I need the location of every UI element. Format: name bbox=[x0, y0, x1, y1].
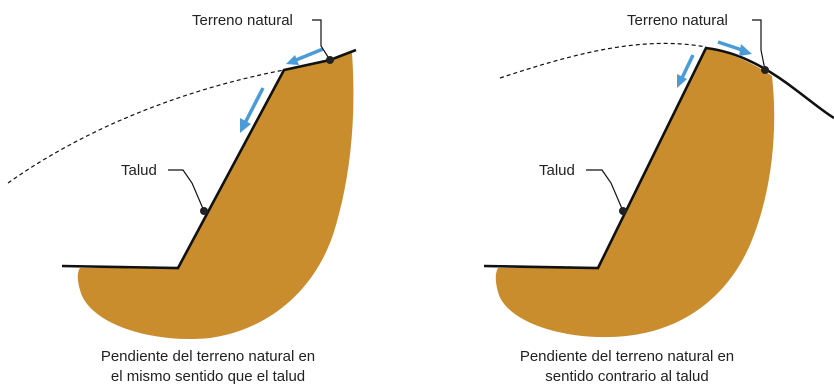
movement-arrow-crest bbox=[295, 47, 324, 62]
movement-arrow-crest bbox=[717, 40, 743, 52]
slope-label: Talud bbox=[539, 162, 575, 179]
terrain-leader-line bbox=[312, 19, 331, 61]
slope-leader-line bbox=[586, 169, 624, 212]
terrain-leader-line bbox=[752, 19, 766, 71]
movement-arrowhead-slope bbox=[677, 74, 687, 88]
slope-and-ground-line bbox=[61, 48, 357, 270]
slope-point bbox=[619, 207, 627, 215]
slope-label: Talud bbox=[121, 162, 157, 179]
dashed-natural-ground bbox=[7, 69, 285, 184]
movement-arrow-slope bbox=[680, 54, 695, 79]
terrain-label: Terreno natural bbox=[192, 12, 293, 29]
movement-arrowhead-crest bbox=[286, 55, 299, 65]
movement-arrow-slope bbox=[243, 87, 265, 124]
slope-leader-line bbox=[168, 169, 205, 212]
movement-arrowhead-crest bbox=[739, 44, 752, 56]
caption-line-1: Pendiente del terreno natural en bbox=[101, 348, 315, 365]
terrain-point bbox=[761, 66, 769, 74]
sliding-soil-mass bbox=[77, 53, 354, 340]
slope-and-ground-line bbox=[483, 46, 834, 270]
terrain-label: Terreno natural bbox=[627, 12, 728, 29]
dashed-natural-ground bbox=[499, 42, 707, 79]
sliding-soil-mass bbox=[495, 48, 775, 338]
movement-arrowhead-slope bbox=[240, 118, 251, 133]
caption-line-2: el mismo sentido que el talud bbox=[111, 368, 305, 385]
panel-same-direction: Terreno natural Talud Pendiente del terr… bbox=[7, 12, 357, 385]
caption-line-1: Pendiente del terreno natural en bbox=[520, 348, 734, 365]
caption-line-2: sentido contrario al talud bbox=[545, 368, 708, 385]
panel-opposite-direction: Terreno natural Talud Pendiente del terr… bbox=[483, 12, 834, 385]
terrain-point bbox=[326, 56, 334, 64]
slope-point bbox=[200, 207, 208, 215]
